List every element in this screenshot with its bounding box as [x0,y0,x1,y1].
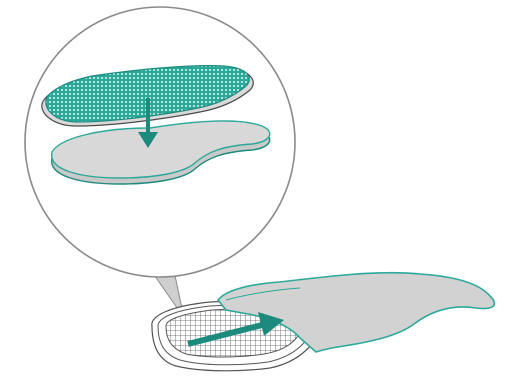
fabric-sleeve [216,271,496,353]
insert-arrow [187,312,284,347]
insole-liner [51,120,271,185]
place-pad-arrow [138,98,158,148]
textured-grip-pad [41,65,254,127]
